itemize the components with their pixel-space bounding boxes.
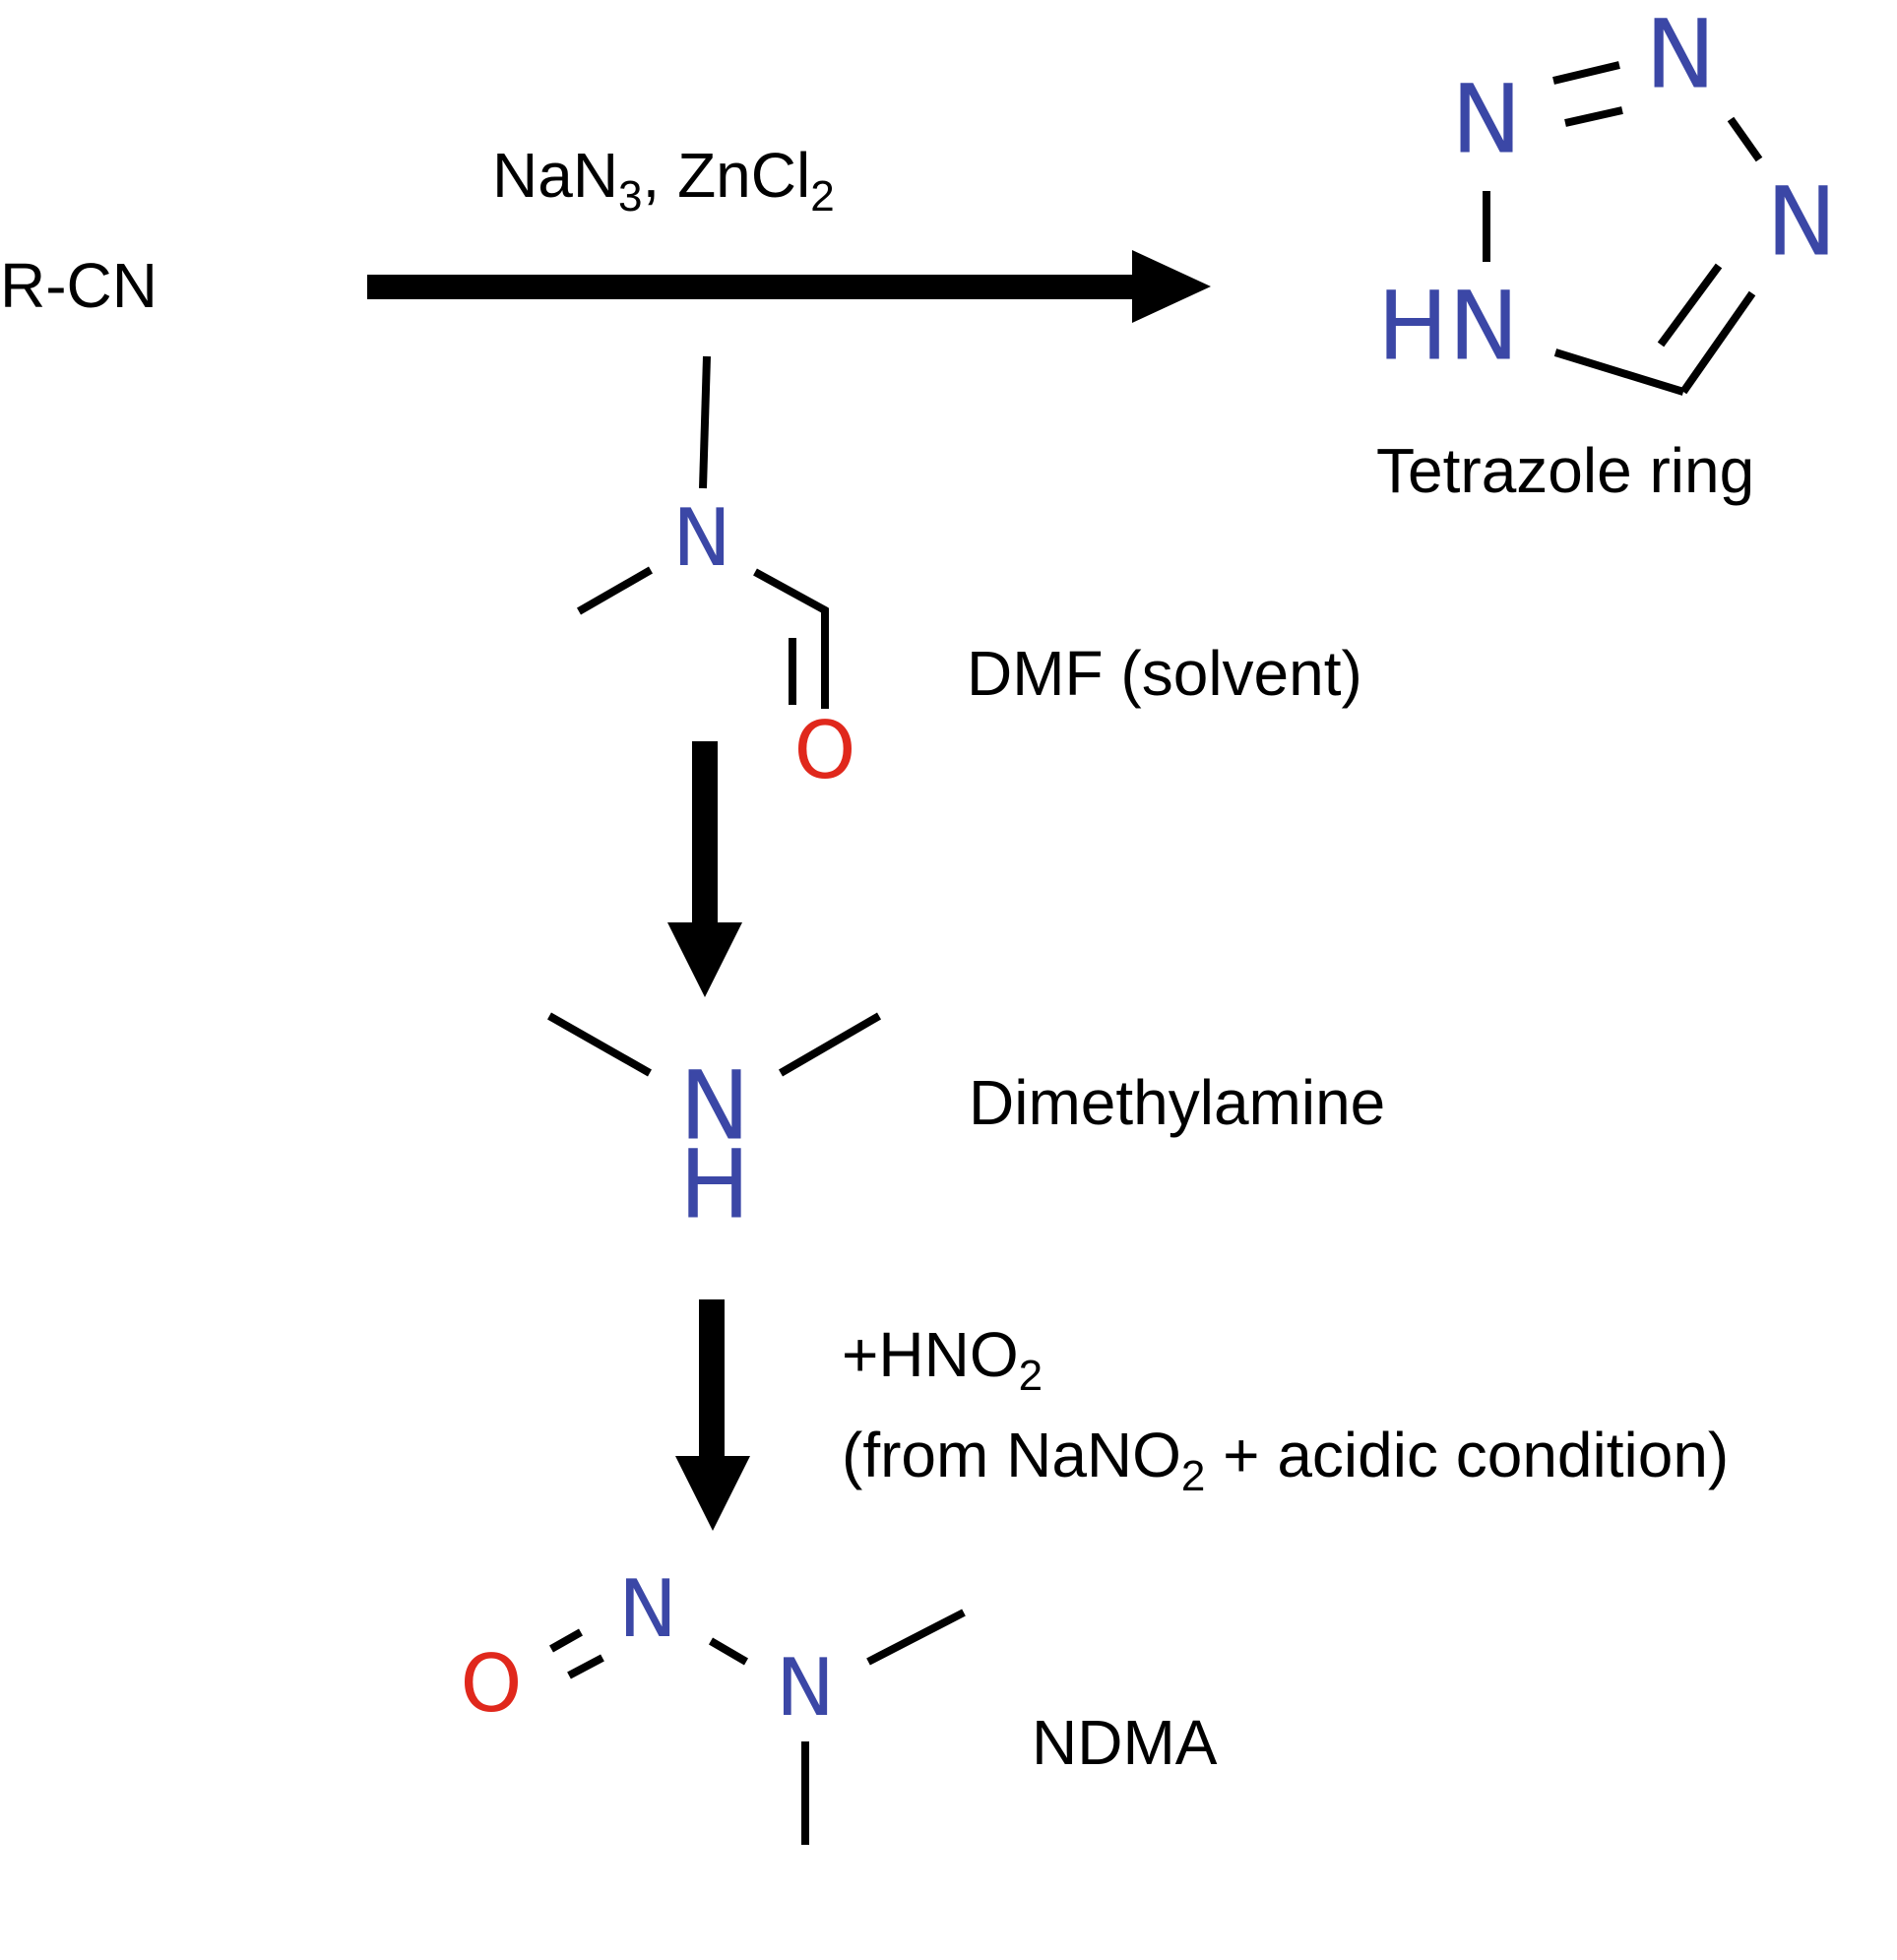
reaction-arrow-right — [367, 250, 1211, 323]
condition-subscript: 2 — [1181, 1452, 1205, 1500]
ndma-amine-nitrogen: N — [776, 1642, 835, 1734]
reagent-nan: NaN — [492, 140, 618, 211]
condition-label: (from NaNO2 + acidic condition) — [842, 1420, 1729, 1500]
dimethylamine-hydrogen: H — [679, 1129, 750, 1239]
tetrazole-n2: N — [1645, 0, 1716, 109]
dimethylamine-structure: N H — [547, 1012, 882, 1239]
nitrous-acid-label: +HNO2 — [842, 1319, 1043, 1400]
dmf-methyl-bond-top — [699, 355, 711, 489]
ndma-methyl-bond-right — [866, 1609, 966, 1666]
dma-methyl-bond-right — [778, 1012, 882, 1077]
ndma-bond-o-n-a — [549, 1628, 583, 1653]
arrow-down-1 — [667, 741, 742, 997]
dmf-oxygen: O — [794, 705, 856, 796]
ndma-oxygen: O — [461, 1638, 523, 1730]
ndma-bond-o-n-b — [567, 1654, 604, 1679]
dmf-bond-n-c — [753, 568, 829, 615]
tetrazole-label: Tetrazole ring — [1376, 435, 1754, 506]
tetrazole-structure: N N N HN — [1377, 0, 1837, 396]
dmf-structure: N O — [577, 355, 856, 796]
tetrazole-n1: N — [1451, 64, 1522, 174]
ndma-label: NDMA — [1032, 1707, 1218, 1778]
reagents-label: NaN3, ZnCl2 — [492, 140, 835, 221]
reagent-zncl-subscript: 2 — [810, 172, 834, 221]
tetrazole-bond-n1-n2-b — [1564, 106, 1623, 127]
reagent-nan-subscript: 3 — [618, 172, 642, 221]
reagent-zncl: , ZnCl — [643, 140, 811, 211]
dmf-label: DMF (solvent) — [967, 638, 1362, 709]
ndma-nitroso-nitrogen: N — [618, 1563, 677, 1655]
ndma-bond-n-n — [708, 1637, 749, 1666]
tetrazole-bond-n2-n3 — [1727, 116, 1763, 162]
dimethylamine-nitrogen: N — [679, 1050, 750, 1161]
tetrazole-bond-n3-c — [1679, 290, 1756, 395]
nitrous-acid-subscript: 2 — [1019, 1352, 1043, 1400]
ndma-structure: O N N — [461, 1563, 966, 1845]
nitrous-acid-formula: +HNO — [842, 1319, 1019, 1390]
tetrazole-bond-n1-n2-a — [1552, 61, 1620, 85]
dmf-methyl-bond-left — [577, 566, 653, 615]
tetrazole-bond-n3-c-inner — [1657, 263, 1723, 348]
arrow-down-2 — [675, 1299, 750, 1531]
tetrazole-n3: N — [1766, 166, 1837, 277]
tetrazole-bond-c-hn — [1553, 348, 1685, 396]
dmf-nitrogen: N — [672, 492, 731, 584]
tetrazole-hn: HN — [1377, 271, 1519, 381]
condition-text-start: (from NaNO — [842, 1420, 1181, 1490]
dma-methyl-bond-left — [547, 1012, 652, 1077]
reactant-label: R-CN — [0, 250, 158, 321]
dimethylamine-label: Dimethylamine — [969, 1067, 1385, 1138]
condition-text-end: + acidic condition) — [1205, 1420, 1729, 1490]
